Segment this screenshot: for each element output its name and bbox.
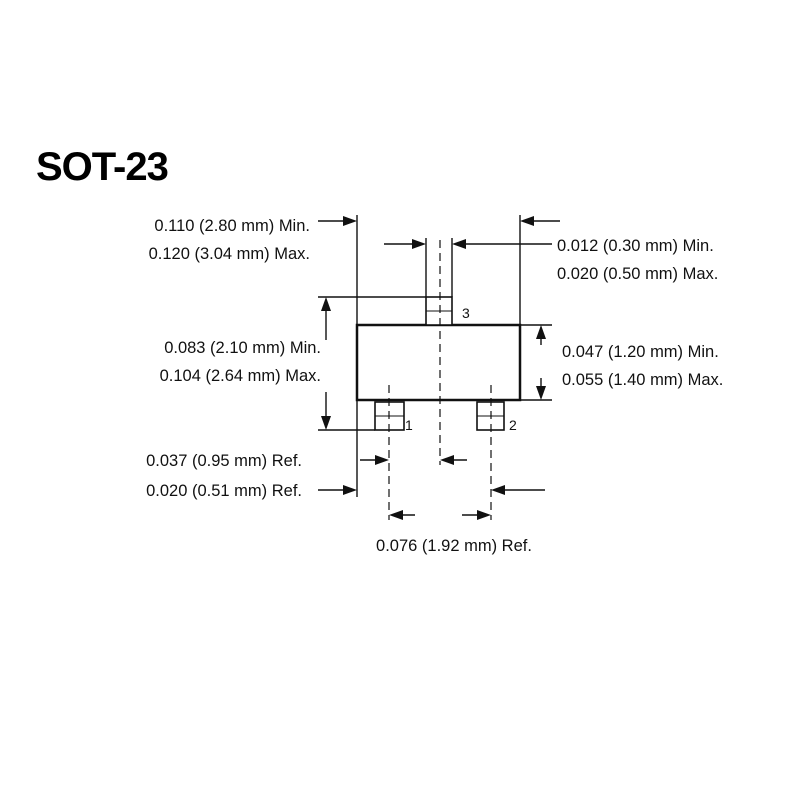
pin-2-label: 2 (509, 417, 517, 433)
label-overall-height-max: 0.104 (2.64 mm) Max. (160, 367, 321, 385)
label-body-width-min: 0.047 (1.20 mm) Min. (562, 343, 719, 361)
label-lead-offset: 0.020 (0.51 mm) Ref. (146, 482, 302, 500)
dim-body-length-right-arrow (520, 216, 534, 226)
label-body-width-max: 0.055 (1.40 mm) Max. (562, 371, 723, 389)
label-lead-width-max: 0.020 (0.50 mm) Max. (557, 265, 718, 283)
pin-1-label: 1 (405, 417, 413, 433)
label-pin-pitch: 0.037 (0.95 mm) Ref. (146, 452, 302, 470)
label-lead-span: 0.076 (1.92 mm) Ref. (376, 537, 532, 555)
dim-height-top-arrow (321, 297, 331, 311)
dim-lead-width-left-arrow (412, 239, 426, 249)
dim-pitch-left-arrow (375, 455, 389, 465)
package-body (355, 323, 522, 402)
dim-offset-left-arrow (343, 485, 357, 495)
dim-offset-right-arrow (491, 485, 505, 495)
dim-body-width-top-arrow (536, 325, 546, 339)
dim-body-width-bottom-arrow (536, 386, 546, 400)
package-title: SOT-23 (36, 145, 168, 189)
label-lead-width-min: 0.012 (0.30 mm) Min. (557, 237, 714, 255)
dim-pitch-right-arrow (440, 455, 454, 465)
pin-3-label: 3 (462, 305, 470, 321)
dim-height-bottom-arrow (321, 416, 331, 430)
dim-span-right-arrow (477, 510, 491, 520)
label-overall-height-min: 0.083 (2.10 mm) Min. (164, 339, 321, 357)
dim-body-length-left-arrow (343, 216, 357, 226)
label-body-length-min: 0.110 (2.80 mm) Min. (154, 217, 310, 235)
label-body-length-max: 0.120 (3.04 mm) Max. (149, 245, 310, 263)
dim-lead-width-right-arrow (452, 239, 466, 249)
dim-span-left-arrow (389, 510, 403, 520)
